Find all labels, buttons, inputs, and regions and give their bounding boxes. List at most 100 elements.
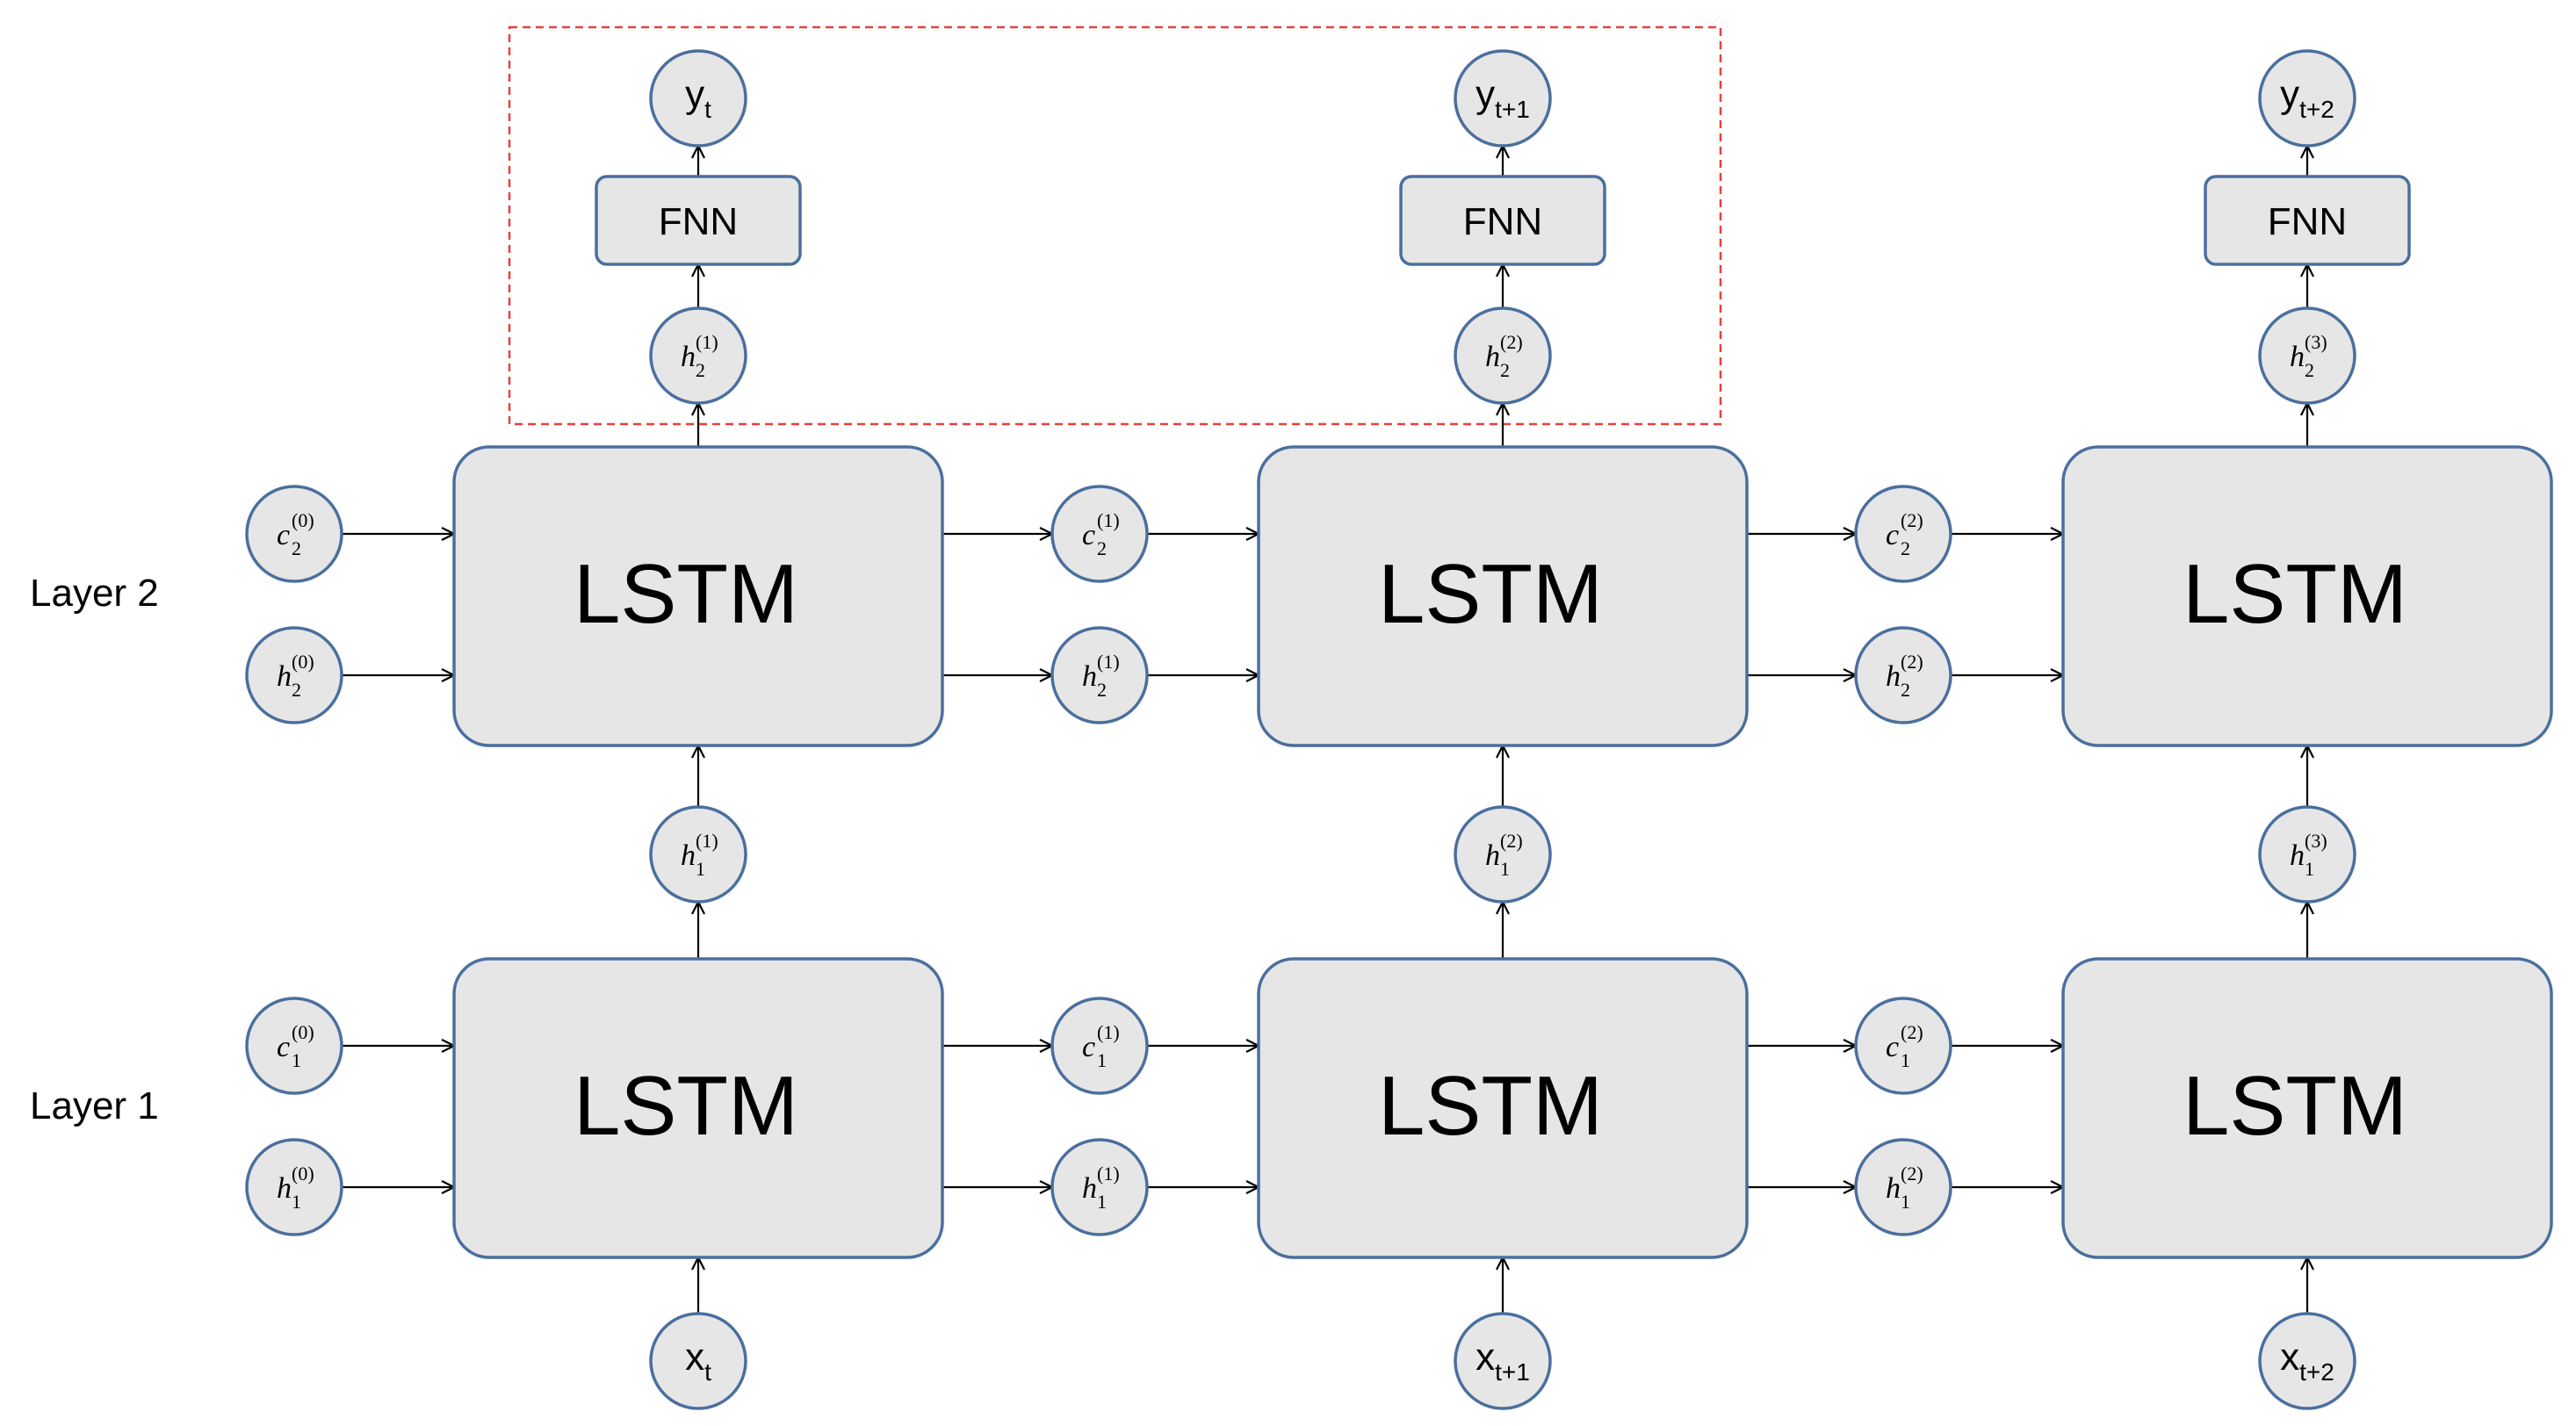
layer1-h-up-2-circle (1454, 805, 1552, 904)
layer1-h-state-1-sup: (1) (1097, 1163, 1120, 1185)
layer2-h-state-0: h(0) 2 (245, 626, 343, 724)
layer1-h-state-0-base: h (277, 1172, 292, 1205)
layer1-h-up-2-base: h (1485, 839, 1500, 872)
layer2-c-state-0-circle (245, 485, 343, 583)
layer2-c-state-2: c(2) 2 (1854, 485, 1952, 583)
layer1-lstm-box-1 (452, 957, 944, 1259)
fnn-box-2 (1399, 175, 1606, 266)
input-x-2-label: xt+1 (1476, 1336, 1530, 1386)
layer2-lstm-label-2: LSTM (1378, 547, 1603, 641)
layer1-h-state-0-circle (245, 1138, 343, 1236)
layer2-h-up-1-circle (649, 306, 747, 405)
layer1-c-state-1-sub: 1 (1097, 1049, 1107, 1071)
layer2-h-up-1-sub: 2 (696, 359, 705, 381)
layer1-c-state-0-sub: 1 (292, 1049, 301, 1071)
layer1-h-state-1-sub: 1 (1097, 1191, 1107, 1213)
layer2-h-up-1-sup: (1) (696, 331, 718, 353)
layer2-h-state-0-base: h (277, 660, 292, 693)
input-x-3: xt+2 (2258, 1312, 2356, 1410)
layer2-h-up-3: h(3)2 (2258, 306, 2356, 405)
output-y-3-circle (2258, 49, 2356, 148)
layer2-c-state-2-base: c (1886, 519, 1899, 551)
layer1-h-up-3-sub: 1 (2305, 858, 2314, 880)
output-y-1-circle (649, 49, 747, 148)
layer2-h-up-1-base: h (681, 341, 696, 373)
output-y-2: yt+1 (1454, 49, 1552, 148)
output-y-2-label: yt+1 (1476, 73, 1530, 123)
layer1-h-up-1-sup: (1) (696, 830, 718, 852)
layer1-lstm-box-2 (1257, 957, 1749, 1259)
layer1-c-state-0-base: c (277, 1031, 290, 1063)
layer1-h-state-2-sub: 1 (1901, 1191, 1910, 1213)
layer1-c-state-2-circle (1854, 997, 1952, 1095)
layer2-lstm-label-3: LSTM (2183, 547, 2407, 641)
highlight-region (508, 25, 1722, 426)
layer1-lstm-label-2: LSTM (1378, 1059, 1603, 1153)
layer2-h-up-2-sub: 2 (1500, 359, 1510, 381)
input-x-1: xt (649, 1312, 747, 1410)
layer1-h-up-2-sub: 1 (1500, 858, 1510, 880)
fnn-label-2: FNN (1463, 200, 1542, 243)
layer2-h-state-2-circle (1854, 626, 1952, 724)
layer2-h-state-2-base: h (1886, 660, 1901, 693)
layer2-c-state-1-sup: (1) (1097, 509, 1120, 531)
layer1-h-state-0: h(0) 1 (245, 1138, 343, 1236)
layer1-c-state-0-sup: (0) (292, 1021, 314, 1043)
layer1-h-state-2-base: h (1886, 1172, 1901, 1205)
fnn-block-1: FNN (595, 175, 802, 266)
layer1-c-state-0-circle (245, 997, 343, 1095)
layer-2-label: Layer 2 (30, 572, 159, 615)
layer2-lstm-box-1 (452, 445, 944, 747)
layer2-h-state-2-sup: (2) (1901, 651, 1923, 673)
layer1-lstm-cell-2: LSTM (1257, 957, 1749, 1259)
fnn-block-3: FNN (2204, 175, 2411, 266)
layer1-lstm-label-3: LSTM (2183, 1059, 2407, 1153)
layer1-h-state-2: h(2) 1 (1854, 1138, 1952, 1236)
output-y-2-circle (1454, 49, 1552, 148)
layer1-h-state-2-sup: (2) (1901, 1163, 1923, 1185)
layer2-c-state-2-circle (1854, 485, 1952, 583)
layer2-lstm-box-2 (1257, 445, 1749, 747)
layer1-h-up-1: h(1)1 (649, 805, 747, 904)
layer2-c-state-2-sub: 2 (1901, 537, 1910, 559)
layer2-h-up-3-base: h (2290, 341, 2305, 373)
layer1-h-state-0-sub: 1 (292, 1191, 301, 1213)
layer2-c-state-2-sup: (2) (1901, 509, 1923, 531)
fnn-box-3 (2204, 175, 2411, 266)
layer2-c-state-1-sub: 2 (1097, 537, 1107, 559)
layer2-h-up-2-base: h (1485, 341, 1500, 373)
input-x-2-circle (1454, 1312, 1552, 1410)
fnn-label-3: FNN (2268, 200, 2347, 243)
input-x-3-label: xt+2 (2280, 1336, 2334, 1386)
layer1-c-state-2-sup: (2) (1901, 1021, 1923, 1043)
layer-1-label: Layer 1 (30, 1084, 159, 1127)
layer2-h-state-0-sub: 2 (292, 679, 301, 701)
layer1-h-up-3-base: h (2290, 839, 2305, 872)
layer2-h-state-1-sup: (1) (1097, 651, 1120, 673)
arrows (342, 146, 2307, 1314)
layer2-h-state-2-sub: 2 (1901, 679, 1910, 701)
output-y-1-label: yt (685, 73, 711, 123)
layer1-h-state-1-circle (1050, 1138, 1149, 1236)
layer2-h-up-1: h(1) 2 (649, 306, 747, 405)
layer1-h-up-1-sub: 1 (696, 858, 705, 880)
input-x-2: xt+1 (1454, 1312, 1552, 1410)
layer2-h-up-2-circle (1454, 306, 1552, 405)
layer2-c-state-0-base: c (277, 519, 290, 551)
layer2-h-state-1-base: h (1082, 660, 1097, 693)
layer1-lstm-cell-1: LSTM (452, 957, 944, 1259)
layer1-c-state-1: c(1)1 (1050, 997, 1149, 1095)
layer2-h-state-1-circle (1050, 626, 1149, 724)
layer1-h-state-0-sup: (0) (292, 1163, 314, 1185)
layer2-c-state-0-sup: (0) (292, 509, 314, 531)
layer2-c-state-1-base: c (1082, 519, 1095, 551)
output-y-1: yt (649, 49, 747, 148)
input-x-1-label: xt (685, 1336, 711, 1386)
layer2-h-state-1-sub: 2 (1097, 679, 1107, 701)
layer1-c-state-1-base: c (1082, 1031, 1095, 1063)
layer1-lstm-label-1: LSTM (574, 1059, 798, 1153)
layer2-h-state-0-circle (245, 626, 343, 724)
layer1-lstm-cell-3: LSTM (2061, 957, 2553, 1259)
layer2-h-state-0-sup: (0) (292, 651, 314, 673)
